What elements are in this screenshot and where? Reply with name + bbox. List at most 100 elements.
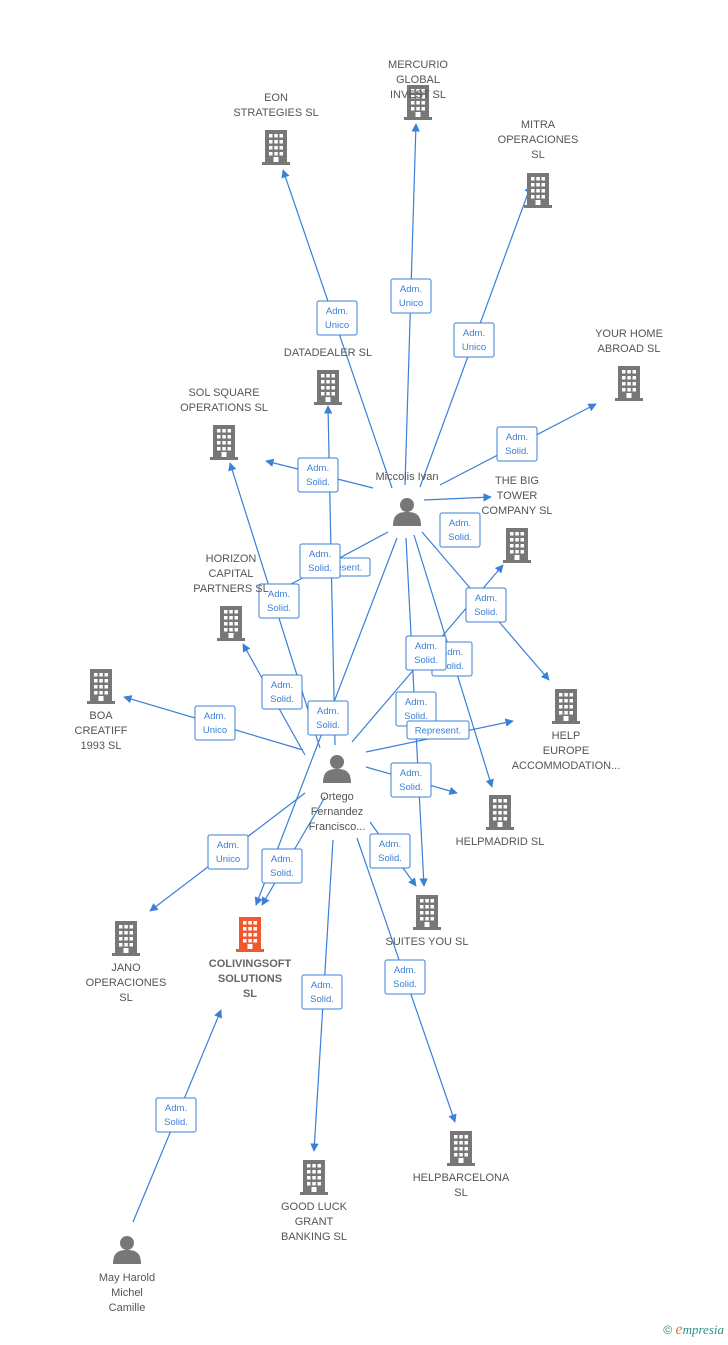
node-label: OPERACIONES bbox=[86, 977, 167, 989]
edge-label-miccolis-to-coliving[interactable]: Adm.Solid. bbox=[299, 543, 341, 579]
node-label: Michel bbox=[111, 1287, 143, 1299]
edge-label-text: Adm. bbox=[449, 518, 471, 529]
node-miccolis[interactable]: Miccolis Ivan bbox=[376, 471, 439, 526]
node-label: HELP bbox=[552, 730, 581, 742]
person-icon bbox=[113, 1236, 141, 1264]
node-label: HELPBARCELONA bbox=[413, 1172, 510, 1184]
edge-label-box bbox=[299, 543, 341, 579]
building-icon bbox=[486, 795, 514, 830]
node-datadealer[interactable]: DATADEALER SL bbox=[284, 347, 372, 405]
node-suites[interactable]: SUITES YOU SL bbox=[386, 895, 469, 948]
node-label: MERCURIO bbox=[388, 59, 448, 71]
node-label: CREATIFF bbox=[75, 725, 128, 737]
edge-label-text: Adm. bbox=[311, 980, 333, 991]
edge-label-text: Adm. bbox=[268, 589, 290, 600]
edge-label-ortego-to-goodluck[interactable]: Adm.Solid. bbox=[301, 974, 343, 1010]
building-icon bbox=[217, 606, 245, 641]
edge-label-miccolis-to-mitra[interactable]: Adm.Unico bbox=[453, 322, 495, 358]
edge-label-ortego-to-coliving[interactable]: Adm.Solid. bbox=[261, 848, 303, 884]
edge-label-text: Unico bbox=[216, 854, 240, 865]
edge-label-box bbox=[261, 674, 303, 710]
building-icon bbox=[524, 173, 552, 208]
node-label: THE BIG bbox=[495, 475, 539, 487]
building-icon bbox=[87, 669, 115, 704]
node-label: GOOD LUCK bbox=[281, 1201, 348, 1213]
edge-label-ortego-to-horizon[interactable]: Adm.Solid. bbox=[261, 674, 303, 710]
edge-label-miccolis-to-mercurio[interactable]: Adm.Unico bbox=[390, 278, 432, 314]
node-label: SL bbox=[119, 992, 132, 1004]
node-label: 1993 SL bbox=[81, 740, 122, 752]
building-icon bbox=[300, 1160, 328, 1195]
edge-label-text: Solid. bbox=[404, 711, 428, 722]
building-icon bbox=[236, 917, 264, 952]
edge-label-box bbox=[155, 1097, 197, 1133]
edge-label-text: Unico bbox=[399, 298, 423, 309]
edge-label-miccolis-to-suites[interactable]: Adm.Solid. bbox=[395, 691, 437, 727]
edge-label-ortego-to-jano[interactable]: Adm.Unico bbox=[207, 834, 249, 870]
edge-label-text: Adm. bbox=[307, 463, 329, 474]
edge-label-ortego-to-helpeurope[interactable]: Represent. bbox=[406, 720, 470, 740]
building-icon bbox=[413, 895, 441, 930]
edge-label-text: Adm. bbox=[506, 432, 528, 443]
edge-label-miccolis-to-helpeurope[interactable]: Adm.Solid. bbox=[465, 587, 507, 623]
node-label: INVEST SL bbox=[390, 89, 446, 101]
node-label: JANO bbox=[111, 962, 141, 974]
brand-logo: empresia bbox=[675, 1321, 724, 1338]
edge-label-box bbox=[258, 583, 300, 619]
edge-label-box bbox=[405, 635, 447, 671]
edge-label-miccolis-to-solsquare[interactable]: Adm.Solid. bbox=[297, 457, 339, 493]
edge-label-ortego-to-boa[interactable]: Adm.Unico bbox=[194, 705, 236, 741]
edge-label-box bbox=[465, 587, 507, 623]
edge-label-ortego-to-helpbarcelona[interactable]: Adm.Solid. bbox=[384, 959, 426, 995]
node-helpmadrid[interactable]: HELPMADRID SL bbox=[456, 795, 545, 848]
footer-brand[interactable]: © empresia bbox=[663, 1321, 724, 1339]
node-label: BOA bbox=[89, 710, 113, 722]
edge-label-text: Adm. bbox=[165, 1103, 187, 1114]
edge-label-ortego-to-helpmadrid[interactable]: Adm.Solid. bbox=[390, 762, 432, 798]
edge-label-box bbox=[297, 457, 339, 493]
edge-label-ortego-to-suites[interactable]: Adm.Solid. bbox=[369, 833, 411, 869]
edge-label-miccolis-to-eon[interactable]: Adm.Unico bbox=[316, 300, 358, 336]
edge-label-box bbox=[301, 974, 343, 1010]
node-boa[interactable]: BOA CREATIFF 1993 SL bbox=[75, 669, 128, 752]
edge-label-box bbox=[496, 426, 538, 462]
node-label: CAPITAL bbox=[208, 568, 253, 580]
node-ortego[interactable]: OrtegoFernandezFrancisco... bbox=[309, 755, 366, 833]
building-icon bbox=[210, 425, 238, 460]
edge-label-ortego-to-bigtower[interactable]: Adm.Solid. bbox=[405, 635, 447, 671]
edge-label-box bbox=[207, 834, 249, 870]
edge-label-miccolis-to-bigtower[interactable]: Adm.Solid. bbox=[439, 512, 481, 548]
node-label: Camille bbox=[109, 1302, 146, 1314]
edge-label-box bbox=[453, 322, 495, 358]
edge-label-text: Solid. bbox=[474, 607, 498, 618]
node-label: OPERACIONES bbox=[498, 134, 579, 146]
edge-label-ortego-to-datadealer[interactable]: Adm. Solid. bbox=[307, 700, 349, 736]
node-jano[interactable]: JANO OPERACIONES SL bbox=[86, 921, 167, 1004]
edge-label-box bbox=[439, 512, 481, 548]
edge-label-may-to-coliving[interactable]: Adm.Solid. bbox=[155, 1097, 197, 1133]
edge-label-miccolis-to-yourhome[interactable]: Adm.Solid. bbox=[496, 426, 538, 462]
edge-label-ortego-to-solsquare[interactable]: Adm.Solid. bbox=[258, 583, 300, 619]
node-label: SOL SQUARE bbox=[188, 387, 259, 399]
edge-label-box bbox=[390, 762, 432, 798]
edge-label-text: Solid. bbox=[440, 661, 464, 672]
edge-label-text: Adm. bbox=[326, 306, 348, 317]
person-icon bbox=[393, 498, 421, 526]
edge-label-text: Adm. bbox=[271, 680, 293, 691]
edge-label-box bbox=[390, 278, 432, 314]
edge-label-text: Solid. bbox=[316, 720, 340, 731]
node-helpeurope[interactable]: HELPEUROPEACCOMMODATION... bbox=[512, 689, 621, 772]
edge-label-text: Adm. bbox=[317, 706, 339, 717]
